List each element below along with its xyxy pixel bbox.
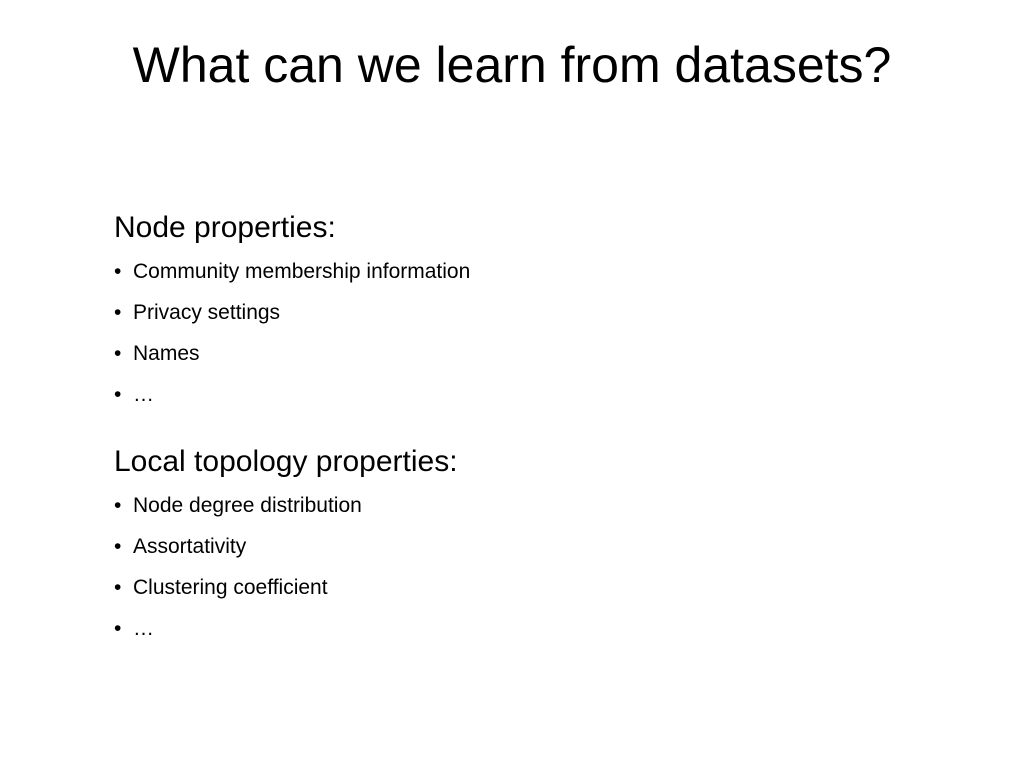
bullet-icon: • [114, 535, 122, 558]
bullet-icon: • [114, 383, 122, 406]
list-item: • Privacy settings [114, 292, 914, 333]
section-heading: Local topology properties: [114, 445, 458, 478]
list-item: • … [114, 608, 914, 649]
list-item: • Clustering coefficient [114, 567, 914, 608]
bullet-list: • Community membership information • Pri… [114, 251, 914, 415]
list-item: • … [114, 374, 914, 415]
section-node-properties: Node properties: • Community membership … [114, 205, 914, 415]
section-local-topology-properties: Local topology properties: • Node degree… [114, 439, 914, 649]
bullet-icon: • [114, 301, 122, 324]
bullet-icon: • [114, 342, 122, 365]
bullet-icon: • [114, 576, 122, 599]
slide-title: What can we learn from datasets? [132, 37, 892, 93]
bullet-list: • Node degree distribution • Assortativi… [114, 485, 914, 649]
list-item-text: Node degree distribution [133, 494, 362, 517]
list-item-text: … [133, 617, 154, 640]
list-item: • Node degree distribution [114, 485, 914, 526]
bullet-icon: • [114, 260, 122, 283]
list-item-text: Clustering coefficient [133, 576, 328, 599]
bullet-icon: • [114, 494, 122, 517]
bullet-icon: • [114, 617, 122, 640]
list-item: • Names [114, 333, 914, 374]
list-item: • Assortativity [114, 526, 914, 567]
list-item: • Community membership information [114, 251, 914, 292]
list-item-text: Privacy settings [133, 301, 281, 324]
list-item-text: Assortativity [133, 535, 247, 558]
section-heading: Node properties: [114, 211, 336, 244]
slide-content: Node properties: • Community membership … [114, 205, 914, 649]
list-item-text: Community membership information [133, 260, 471, 283]
list-item-text: … [133, 383, 154, 406]
list-item-text: Names [133, 342, 200, 365]
